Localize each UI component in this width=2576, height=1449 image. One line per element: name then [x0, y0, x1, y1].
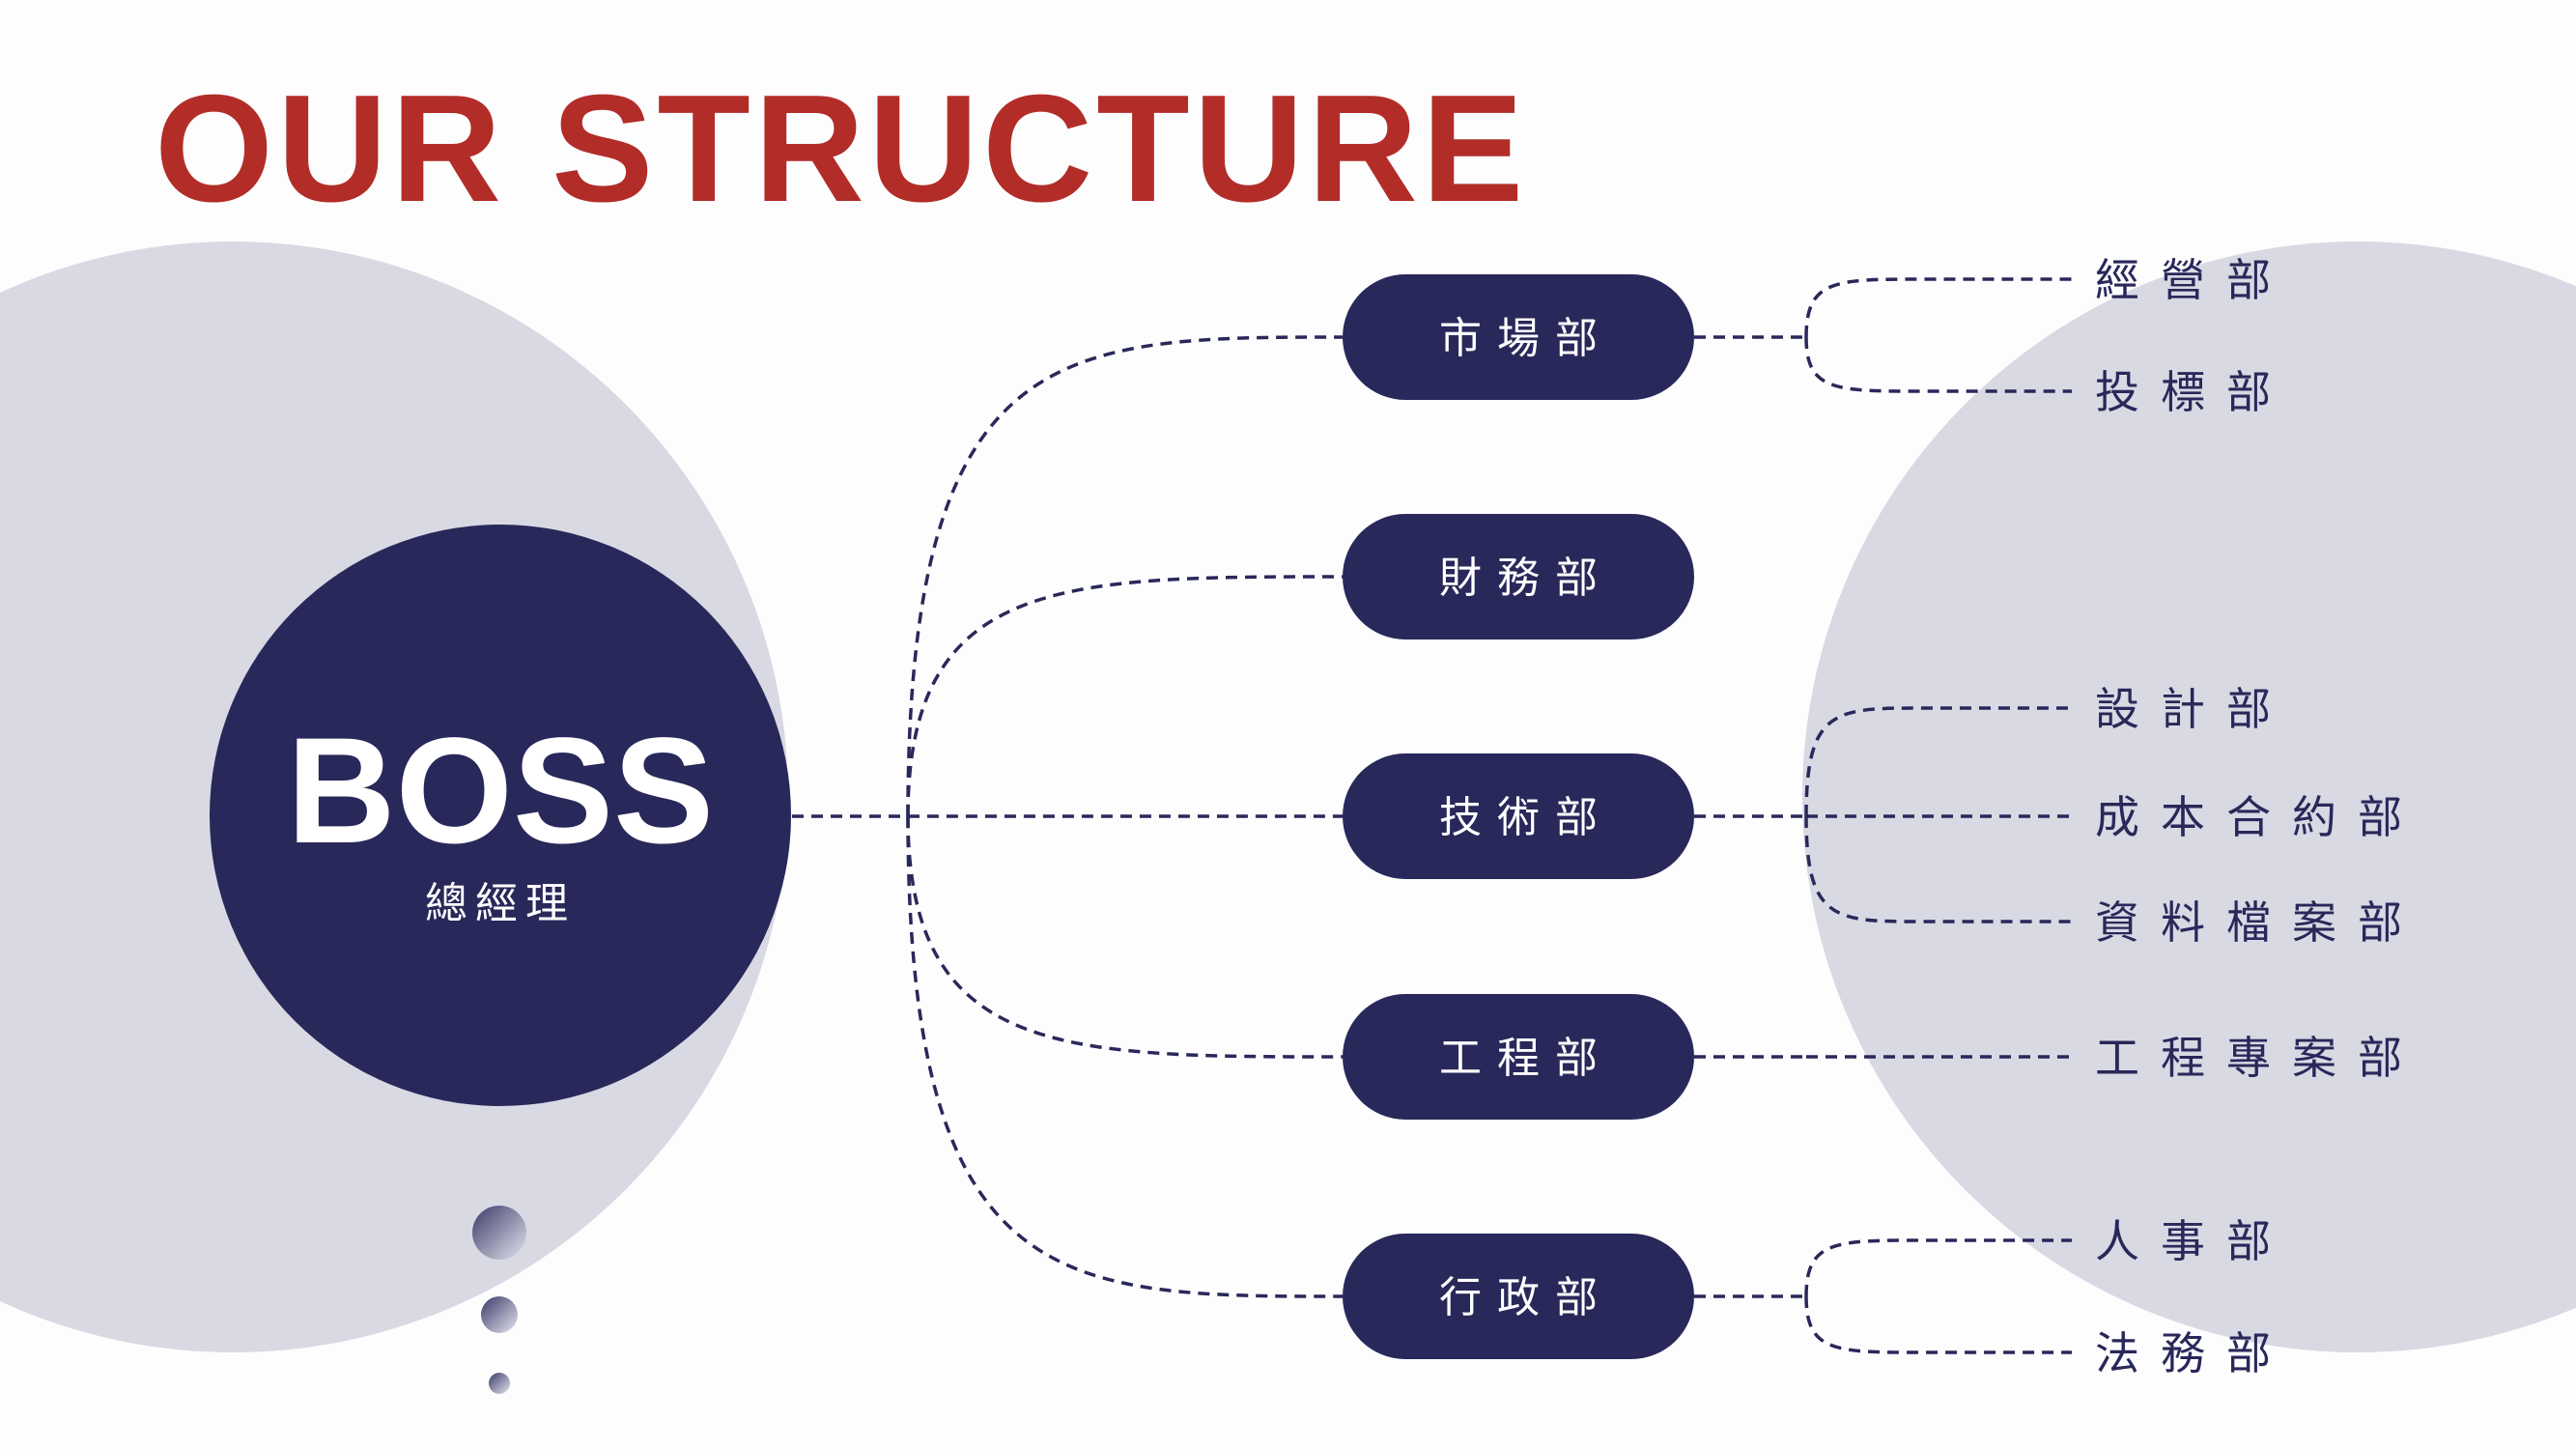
boss-circle: [210, 525, 791, 1106]
department-label: 工程部: [1439, 1034, 1613, 1083]
department-pill[interactable]: [1343, 753, 1694, 879]
department-label: 財務部: [1439, 554, 1613, 603]
department-pill[interactable]: [1343, 274, 1694, 400]
subdept-connector: [1804, 336, 2072, 393]
department-label: 市場部: [1439, 314, 1613, 363]
department-node[interactable]: 工程部: [1343, 994, 1694, 1120]
department-pill[interactable]: [1343, 514, 1694, 639]
subdepartment-label: 人事部: [2095, 1215, 2292, 1267]
subdepartment-label: 工程專案部: [2095, 1032, 2423, 1084]
subdepartment-label: 資料檔案部: [2095, 896, 2423, 949]
subdepartment-label: 設計部: [2095, 683, 2292, 735]
department-node[interactable]: 技術部: [1343, 753, 1694, 879]
subdept-connector: [1804, 1295, 2072, 1354]
subdept-connector: [1804, 706, 2072, 817]
department-node[interactable]: 市場部: [1343, 274, 1694, 400]
right-background-circle: [1802, 242, 2576, 1352]
connector-lines: [792, 277, 2072, 1354]
decor-dot-medium: [481, 1296, 518, 1333]
department-connector: [906, 815, 1344, 1298]
department-pill[interactable]: [1343, 994, 1694, 1120]
department-connector: [906, 575, 1344, 817]
decor-dot-large: [472, 1206, 526, 1260]
department-connector: [906, 815, 1344, 1059]
department-node[interactable]: 行政部: [1343, 1234, 1694, 1359]
subdepartment-label: 投標部: [2095, 366, 2292, 418]
boss-title: BOSS: [287, 707, 714, 875]
decor-dot-small: [489, 1373, 510, 1394]
subdept-connector: [1804, 1238, 2072, 1297]
subdepartment-label: 法務部: [2095, 1327, 2292, 1379]
boss-subtitle: 總經理: [425, 879, 576, 928]
subdepartment-label: 經營部: [2095, 254, 2292, 306]
department-connector: [906, 335, 1344, 817]
subdepartment-label: 成本合約部: [2095, 791, 2423, 843]
subdept-connector: [1804, 815, 2072, 923]
page-title: OUR STRUCTURE: [155, 64, 1527, 234]
department-pill[interactable]: [1343, 1234, 1694, 1359]
subdept-connector: [1804, 277, 2072, 338]
department-node[interactable]: 財務部: [1343, 514, 1694, 639]
department-label: 技術部: [1439, 793, 1613, 842]
department-label: 行政部: [1439, 1273, 1613, 1322]
